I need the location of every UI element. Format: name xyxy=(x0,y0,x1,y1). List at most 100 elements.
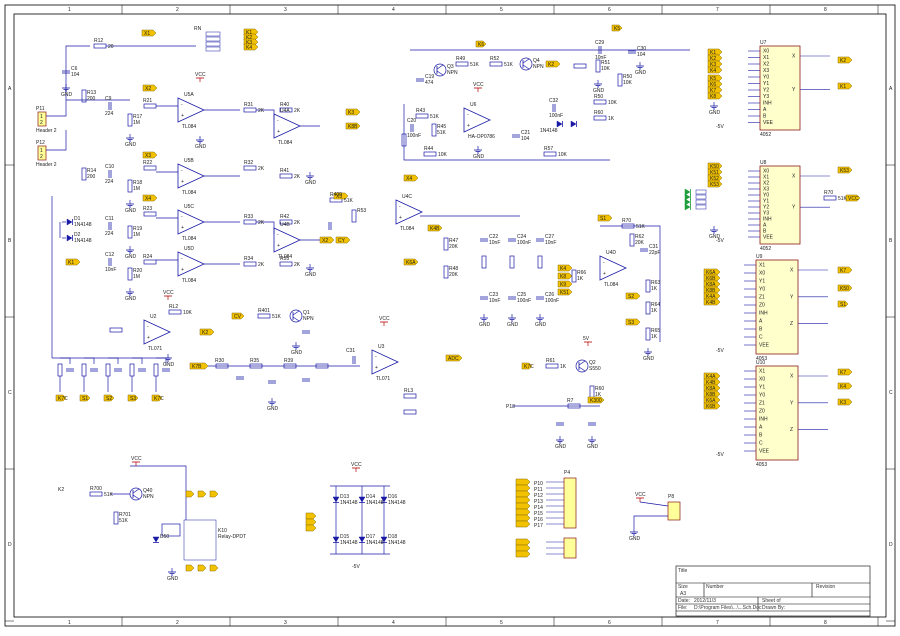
resistor-value: 10K xyxy=(183,310,193,316)
ground-label: GND xyxy=(163,362,175,368)
opamp-noninv-pin: + xyxy=(277,129,280,135)
ic-pin-label: Y2 xyxy=(763,205,769,211)
net-port-label: X2 xyxy=(322,238,328,244)
resistor-ref: R45 xyxy=(437,124,446,130)
net-port-label: K2 xyxy=(710,56,716,62)
resistor-value: 1K xyxy=(651,334,658,340)
opamp-part: TL084 xyxy=(182,278,196,284)
ic-out-label: Y xyxy=(790,400,794,406)
diode-part: 1N4148 xyxy=(340,540,358,546)
transistor-symbol xyxy=(132,488,140,494)
resistor-symbol xyxy=(695,194,707,200)
net-port-label: K8 xyxy=(710,94,716,100)
resistor-symbol xyxy=(537,255,543,269)
net-port xyxy=(837,382,853,390)
resistor-symbol xyxy=(113,511,119,525)
power-label: VCC xyxy=(379,316,390,322)
resistor-value: 51K xyxy=(838,196,848,202)
net-port-label: K300 xyxy=(590,398,602,404)
net-port xyxy=(515,502,531,510)
resistor-array xyxy=(205,41,221,47)
resistor-ref: R701 xyxy=(119,512,131,518)
resistor-symbol xyxy=(81,89,87,103)
label: K10 xyxy=(218,528,227,534)
ic-out-label: Y xyxy=(790,294,794,300)
opamp-part: TL084 xyxy=(182,124,196,130)
capacitor-ref: C10 xyxy=(105,164,114,170)
net-port xyxy=(521,362,533,370)
border-row-label: C xyxy=(889,390,893,396)
resistor-symbol xyxy=(695,199,707,205)
diode-part: 1N4148 xyxy=(74,222,92,228)
ic-pin-label: A xyxy=(763,223,767,229)
resistor-value: 51K xyxy=(272,314,282,320)
net-port xyxy=(625,292,641,300)
ground-label: GND xyxy=(587,444,599,450)
resistor-value: 10K xyxy=(601,66,611,72)
net-port-label: X3 xyxy=(145,153,151,159)
ground-label: GND xyxy=(479,322,491,328)
net-port xyxy=(305,518,317,526)
capacitor-value: 10nF xyxy=(489,240,500,246)
opamp-part: TL084 xyxy=(182,236,196,242)
ic-pin-label: Y3 xyxy=(763,211,769,217)
net-port-label: S2 xyxy=(628,294,634,300)
ic-pin-label: X3 xyxy=(763,187,769,193)
resistor-value: 20K xyxy=(449,244,459,250)
resistor-symbol xyxy=(153,363,159,377)
net-port xyxy=(837,398,853,406)
ic-pin-label: X1 xyxy=(759,263,765,269)
transistor-ref: Q1 xyxy=(303,310,310,316)
connector-body xyxy=(37,111,47,127)
ic-out-label: Y xyxy=(792,87,796,93)
power-label: VCC xyxy=(163,290,174,296)
opamp-ref: U4D xyxy=(606,250,616,256)
net-port-label: K6 xyxy=(478,42,484,48)
capacitor-value: 100nF xyxy=(545,298,559,304)
opamp-symbol xyxy=(143,319,171,345)
resistor-value: 1K xyxy=(651,308,658,314)
resistor-value: 2K xyxy=(294,108,301,114)
capacitor-ref: C11 xyxy=(105,216,114,222)
border-col-label: 2 xyxy=(176,7,179,13)
capacitor-value: 224 xyxy=(105,179,114,185)
resistor-symbol xyxy=(595,59,601,73)
resistor-symbol xyxy=(243,165,257,171)
resistor-symbol xyxy=(143,165,157,171)
opamp-symbol xyxy=(599,255,627,281)
label: R30 xyxy=(215,358,224,364)
capacitor-value: 22pF xyxy=(649,250,660,256)
ground-label: GND xyxy=(629,536,641,542)
ic-pin-label: Y0 xyxy=(759,393,765,399)
resistor-ref: R20 xyxy=(133,268,142,274)
ic-pin-label: Y1 xyxy=(759,385,765,391)
border-row-label: A xyxy=(889,86,893,92)
capacitor-ref: C29 xyxy=(595,40,604,46)
resistor-symbol xyxy=(105,363,111,377)
diode-symbol xyxy=(684,203,691,211)
net-port-label: K6A xyxy=(406,260,416,266)
capacitor-value: 224 xyxy=(105,231,114,237)
label: RN xyxy=(194,26,202,32)
diode-symbol xyxy=(358,496,366,503)
net-port xyxy=(515,484,531,492)
ic-pin-label: Y0 xyxy=(763,193,769,199)
net-port-label: K4 xyxy=(246,45,252,51)
net-port-label: X2 xyxy=(145,86,151,92)
net-port-label: K4A xyxy=(706,294,716,300)
transistor-symbol xyxy=(292,316,300,322)
net-port xyxy=(515,496,531,504)
border-row-label: B xyxy=(889,238,893,244)
capacitor-ref: C6 xyxy=(71,66,78,72)
capacitor-ref: C31 xyxy=(649,244,658,250)
tb-file-label: File: xyxy=(678,605,687,611)
net-port xyxy=(142,151,158,159)
diode-symbol xyxy=(684,188,691,196)
net-port xyxy=(319,236,335,244)
net-port-label: K1 xyxy=(710,50,716,56)
net-port-label: K1 xyxy=(840,84,846,90)
opamp-noninv-pin: + xyxy=(375,365,378,371)
net-port-label: K7B xyxy=(192,364,202,370)
label: R39 xyxy=(284,358,293,364)
diode-symbol xyxy=(684,193,691,201)
